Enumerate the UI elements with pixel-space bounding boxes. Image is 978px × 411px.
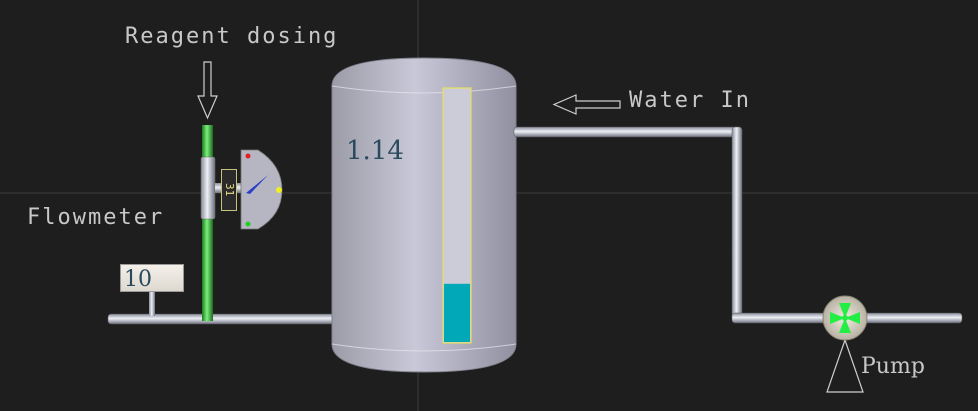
pump-fan-icon [830,303,860,333]
flowmeter-stem [149,290,155,316]
water-inlet-pipe-vertical [731,126,743,323]
reagent-pipe [202,125,213,321]
pump-stand [826,338,864,393]
left-arrow-icon [552,94,621,115]
water-inlet-pipe-top [513,126,743,138]
gauge-red-light [245,153,251,159]
reagent-dosing-label: Reagent dosing [125,24,339,49]
tank[interactable] [331,57,517,373]
gauge-green-light [245,221,251,227]
tank-bottom-seam [331,343,517,352]
flow-gauge[interactable] [240,149,283,230]
flowmeter-value: 10 [124,267,152,292]
tank-value-readout: 1.14 [346,136,404,166]
down-arrow-icon [197,61,218,120]
tank-top-seam [331,85,517,94]
gauge-needle [246,175,268,194]
water-in-label: Water In [629,88,751,113]
level-fill [444,283,470,342]
flowmeter-label: Flowmeter [27,205,165,230]
gauge-yellow-light [276,187,282,193]
inlet-pipe [107,313,337,325]
gauge-value: 31 [221,169,237,211]
reagent-valve-body[interactable] [200,156,216,220]
pump-label: Pump [861,354,925,379]
flowmeter-display: 10 [120,264,184,292]
